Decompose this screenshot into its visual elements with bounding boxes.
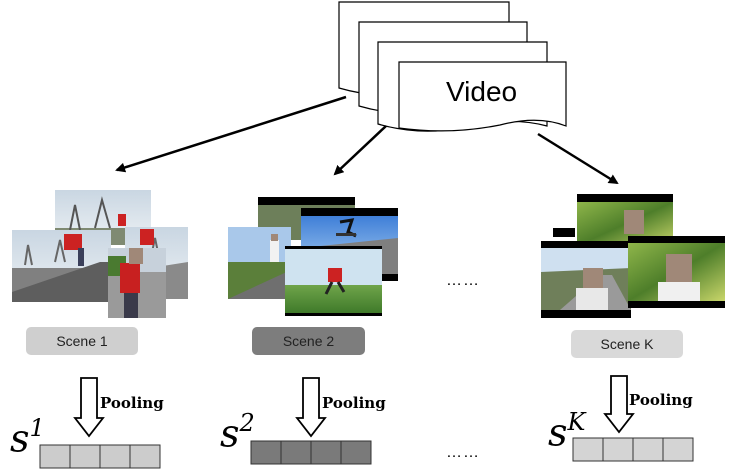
feature-symbol-k-base: s	[548, 410, 568, 455]
scene-2-frame-front	[285, 246, 382, 316]
scene-k-frame-left	[541, 241, 631, 318]
scene-k-frame-right	[628, 236, 725, 308]
video-page-front	[398, 61, 567, 132]
vector-2-cell	[310, 440, 342, 465]
feature-vector-1	[39, 444, 161, 469]
scene-2-frames	[228, 197, 398, 316]
feature-symbol-1: s1	[10, 416, 45, 461]
vector-k-cell	[662, 437, 694, 462]
feature-vector-k	[572, 437, 694, 462]
scene-2-black-bar-top	[258, 197, 355, 205]
scene-1-label: Scene 1	[26, 327, 138, 355]
pooling-arrow-2	[295, 377, 327, 438]
pooling-arrow-k	[603, 375, 635, 434]
feature-symbol-1-base: s	[10, 416, 30, 461]
pooling-arrow-1	[73, 377, 105, 438]
ellipsis-middle: ……	[446, 272, 480, 289]
scene-k-black-bar-top	[577, 194, 673, 202]
video-label: Video	[446, 76, 518, 107]
arrow-to-scene-2	[333, 125, 387, 176]
scene-2-frame-left	[228, 227, 291, 299]
ellipsis-bottom: ……	[446, 444, 480, 461]
pooling-label-2: Pooling	[322, 394, 386, 412]
vector-1-cell	[129, 444, 161, 469]
scene-k-frames	[541, 194, 725, 318]
pooling-label-1: Pooling	[100, 394, 164, 412]
arrow-to-scene-k	[537, 132, 619, 185]
vector-2-cell	[340, 440, 372, 465]
feature-symbol-1-superscript: 1	[29, 414, 45, 442]
feature-symbol-2-superscript: 2	[239, 409, 255, 437]
feature-symbol-k: sK	[548, 410, 585, 455]
video-document-stack	[338, 1, 567, 132]
vector-1-cell	[99, 444, 131, 469]
vector-2-cell	[280, 440, 312, 465]
scene-1-frame-front	[108, 248, 166, 318]
scene-k-label: Scene K	[571, 330, 683, 358]
vector-k-cell	[632, 437, 664, 462]
feature-symbol-k-superscript: K	[567, 408, 586, 436]
scene-2-label: Scene 2	[252, 327, 365, 355]
scene-1-frame-left	[12, 230, 111, 302]
pooling-label-k: Pooling	[629, 391, 693, 409]
vector-2-cell	[250, 440, 282, 465]
feature-symbol-2: s2	[220, 411, 255, 456]
scene-k-black-bar-left	[553, 228, 575, 237]
feature-vector-2	[250, 440, 372, 465]
feature-symbol-2-base: s	[220, 411, 240, 456]
vector-k-cell	[602, 437, 634, 462]
arrow-to-scene-1	[115, 95, 347, 173]
scene-1-frames	[12, 190, 188, 318]
vector-1-cell	[69, 444, 101, 469]
